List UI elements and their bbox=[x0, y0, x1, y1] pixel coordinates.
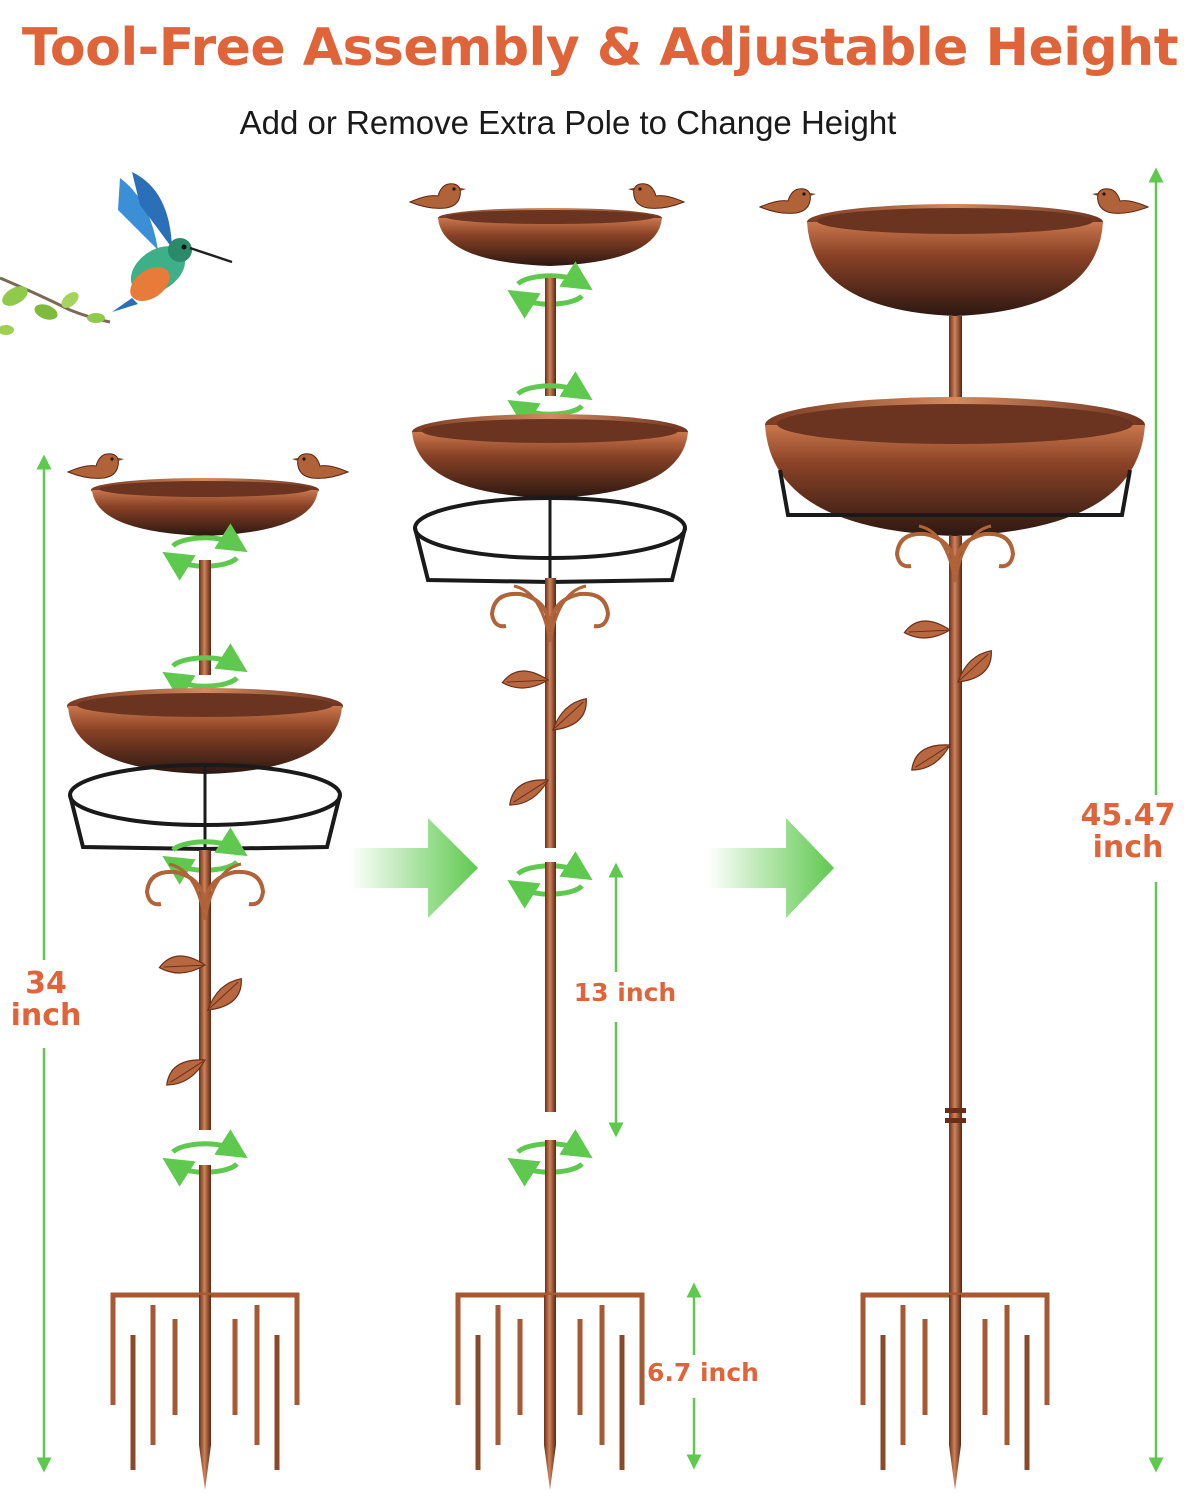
height-unit: inch bbox=[10, 997, 82, 1033]
page-title: Tool-Free Assembly & Adjustable Height bbox=[21, 18, 1179, 78]
height-label-45: 45.47 inch bbox=[1072, 800, 1184, 863]
height-label-34: 34 inch bbox=[4, 968, 88, 1031]
extension-pole-label: 13 inch bbox=[573, 978, 677, 1007]
height-unit: inch bbox=[1092, 829, 1164, 865]
stake-label: 6.7 inch bbox=[647, 1358, 759, 1387]
page-subtitle: Add or Remove Extra Pole to Change Heigh… bbox=[239, 104, 897, 141]
stand-assembly-tall bbox=[759, 188, 1148, 1490]
height-value: 34 bbox=[25, 966, 67, 1001]
hummingbird-icon bbox=[112, 172, 233, 312]
height-value: 45.47 bbox=[1080, 798, 1176, 833]
flow-arrow-icon bbox=[708, 818, 834, 918]
twig-icon bbox=[0, 276, 111, 335]
stand-assembly-exploded-extra-pole bbox=[409, 183, 688, 1490]
flow-arrow-icon bbox=[350, 818, 478, 918]
stand-assembly-short bbox=[67, 453, 348, 1490]
